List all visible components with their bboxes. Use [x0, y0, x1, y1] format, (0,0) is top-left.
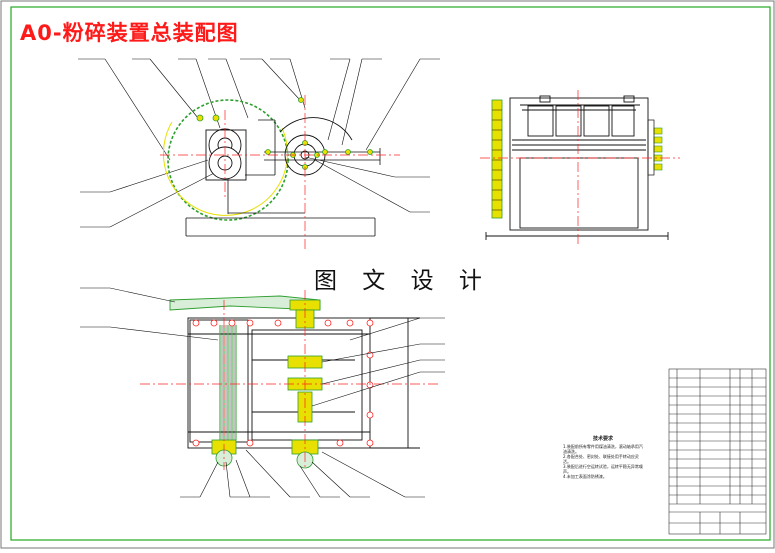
side-centerlines — [480, 90, 680, 245]
notes-heading: 技术要求 — [592, 436, 613, 442]
front-view — [78, 58, 440, 250]
motor-pulley — [279, 117, 353, 176]
crusher-gears — [205, 128, 247, 181]
technical-notes: 技术要求 1.装配前所有零件用煤油清洗，滚动轴承用汽油清洗。 2.各配合处、密封… — [563, 436, 643, 480]
plan-centerlines — [140, 290, 440, 470]
front-centerlines — [160, 95, 400, 250]
side-gear-stack — [653, 127, 663, 171]
sweep-arc — [162, 121, 288, 216]
title-block — [668, 368, 767, 535]
notes-line-3: 3.装配后进行空运转试验，运转平稳无异常噪声。 — [563, 464, 643, 474]
notes-line-4: 4.未加工表面涂防锈漆。 — [563, 474, 607, 479]
front-view-frame — [185, 119, 381, 237]
drawing-title: A0-粉碎装置总装配图 — [20, 21, 239, 45]
notes-line-2: 2.各配合处、密封处、联接处用手转动应灵活。 — [563, 454, 639, 464]
notes-line-1: 1.装配前所有零件用煤油清洗，滚动轴承用汽油清洗。 — [563, 444, 643, 454]
plan-leaders — [80, 287, 445, 498]
sheet-inner-frame — [10, 6, 771, 541]
plan-view — [80, 287, 445, 498]
side-view — [480, 90, 680, 245]
side-belt-pulley — [491, 99, 503, 219]
plan-rollers — [219, 325, 237, 440]
front-view-leaders — [78, 58, 440, 228]
watermark-stamp: 图 文 设 计 — [314, 268, 491, 294]
plan-bolts — [192, 319, 374, 447]
